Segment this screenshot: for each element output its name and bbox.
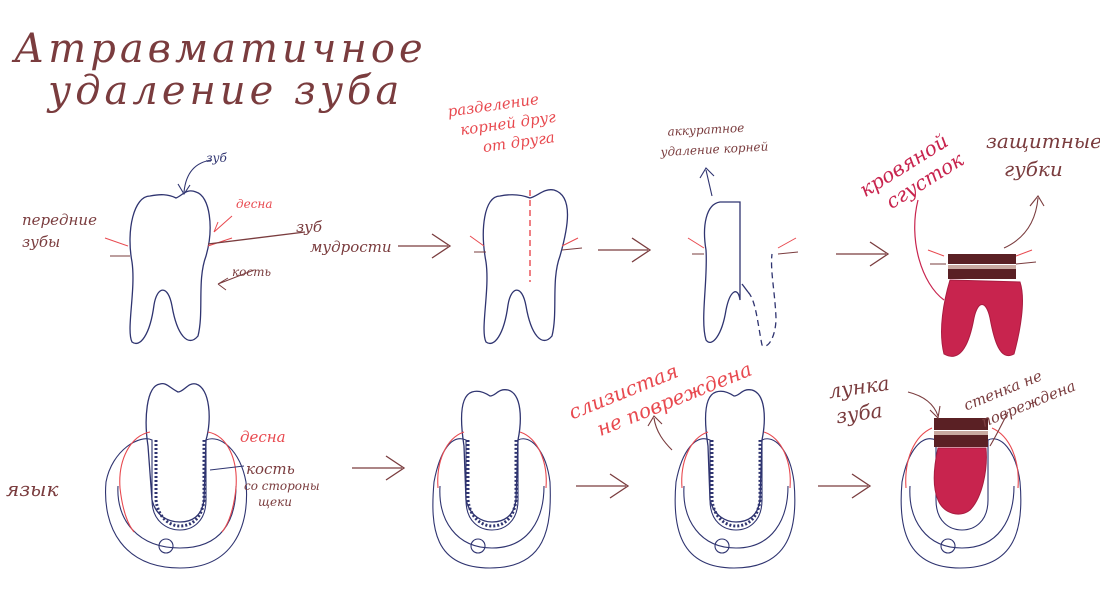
arrow-top-3 xyxy=(836,241,890,267)
front-teeth-label-1: передние xyxy=(22,211,97,229)
svg-text:аккуратное: аккуратное xyxy=(667,121,745,139)
svg-text:лунка: лунка xyxy=(827,371,891,403)
arrow-top-2 xyxy=(598,237,652,263)
wisdom-label-2: мудрости xyxy=(310,238,392,256)
cross2-tooth xyxy=(460,389,521,523)
stage4-gum xyxy=(927,249,1037,265)
sponge-pointer xyxy=(1003,195,1045,249)
bone-side-label-1: кость xyxy=(246,460,295,478)
bone-side-pointer xyxy=(209,465,245,471)
title-line1: Атравматичное xyxy=(11,26,427,72)
tooth-label: зуб xyxy=(206,151,228,165)
socket-pointer xyxy=(907,391,941,420)
gum-label-bottom: десна xyxy=(240,428,286,446)
cross3-bone-texture xyxy=(710,440,762,528)
title-line2: удаление зуба xyxy=(46,68,403,114)
cross1-bone-texture xyxy=(154,440,206,528)
blood-clot xyxy=(941,279,1023,357)
sponge-label-1: защитные xyxy=(986,129,1100,153)
wisdom-label-1: зуб xyxy=(296,218,323,236)
cross3-gum-red xyxy=(681,431,791,489)
protective-sponge-bottom xyxy=(934,418,988,447)
cross4-gum-red xyxy=(905,427,1019,489)
clot-label: кровяной сгусток xyxy=(855,129,968,214)
bone-side-label-2: со стороны xyxy=(244,479,320,493)
cross3-tooth xyxy=(704,389,765,523)
stage1-gum xyxy=(104,231,306,257)
front-teeth-label-2: зубы xyxy=(22,233,60,251)
svg-text:удаление корней: удаление корней xyxy=(659,139,768,159)
cross1-gum-red xyxy=(119,431,237,533)
stage2-tooth xyxy=(482,189,569,345)
stage3-gum xyxy=(687,237,799,255)
arrow-bottom-1 xyxy=(352,455,406,481)
protective-sponge-top xyxy=(948,254,1016,279)
cross2-gum-red xyxy=(437,431,547,489)
gum-pointer xyxy=(213,215,233,233)
mucosa-pointer xyxy=(647,415,673,451)
cross3-jaw xyxy=(674,438,796,569)
cross4-jaw xyxy=(900,438,1022,569)
removal-arrow xyxy=(699,167,715,197)
clot-pointer xyxy=(914,199,945,301)
mucosa-label: слизистая не повреждена xyxy=(565,357,755,441)
stage3-root xyxy=(703,201,777,347)
careful-removal-label: аккуратное удаление корней xyxy=(659,121,768,159)
stage2-gum xyxy=(469,235,583,253)
arrow-top-1 xyxy=(398,233,452,259)
tooth-pointer-arrow xyxy=(177,159,213,196)
bone-pointer xyxy=(217,269,255,291)
cross2-jaw xyxy=(432,438,551,569)
wall-pointer xyxy=(989,411,1009,447)
socket-label: лунка зуба xyxy=(827,371,891,429)
gum-label-top: десна xyxy=(236,197,273,211)
bone-side-label-3: щеки xyxy=(258,495,292,509)
stage1-tooth xyxy=(129,190,211,345)
cross1-tooth xyxy=(145,382,210,523)
socket-blood-clot xyxy=(933,447,987,515)
separation-label: разделение корней друг от друга xyxy=(446,90,557,156)
arrow-bottom-2 xyxy=(576,473,630,499)
bone-label-top: кость xyxy=(232,265,271,279)
cross2-bone-texture xyxy=(466,440,518,528)
tongue-label: язык xyxy=(6,477,58,501)
sponge-label-2: губки xyxy=(1004,157,1063,181)
cross1-jaw xyxy=(104,438,248,569)
svg-text:зуба: зуба xyxy=(834,398,884,428)
arrow-bottom-3 xyxy=(818,473,872,499)
